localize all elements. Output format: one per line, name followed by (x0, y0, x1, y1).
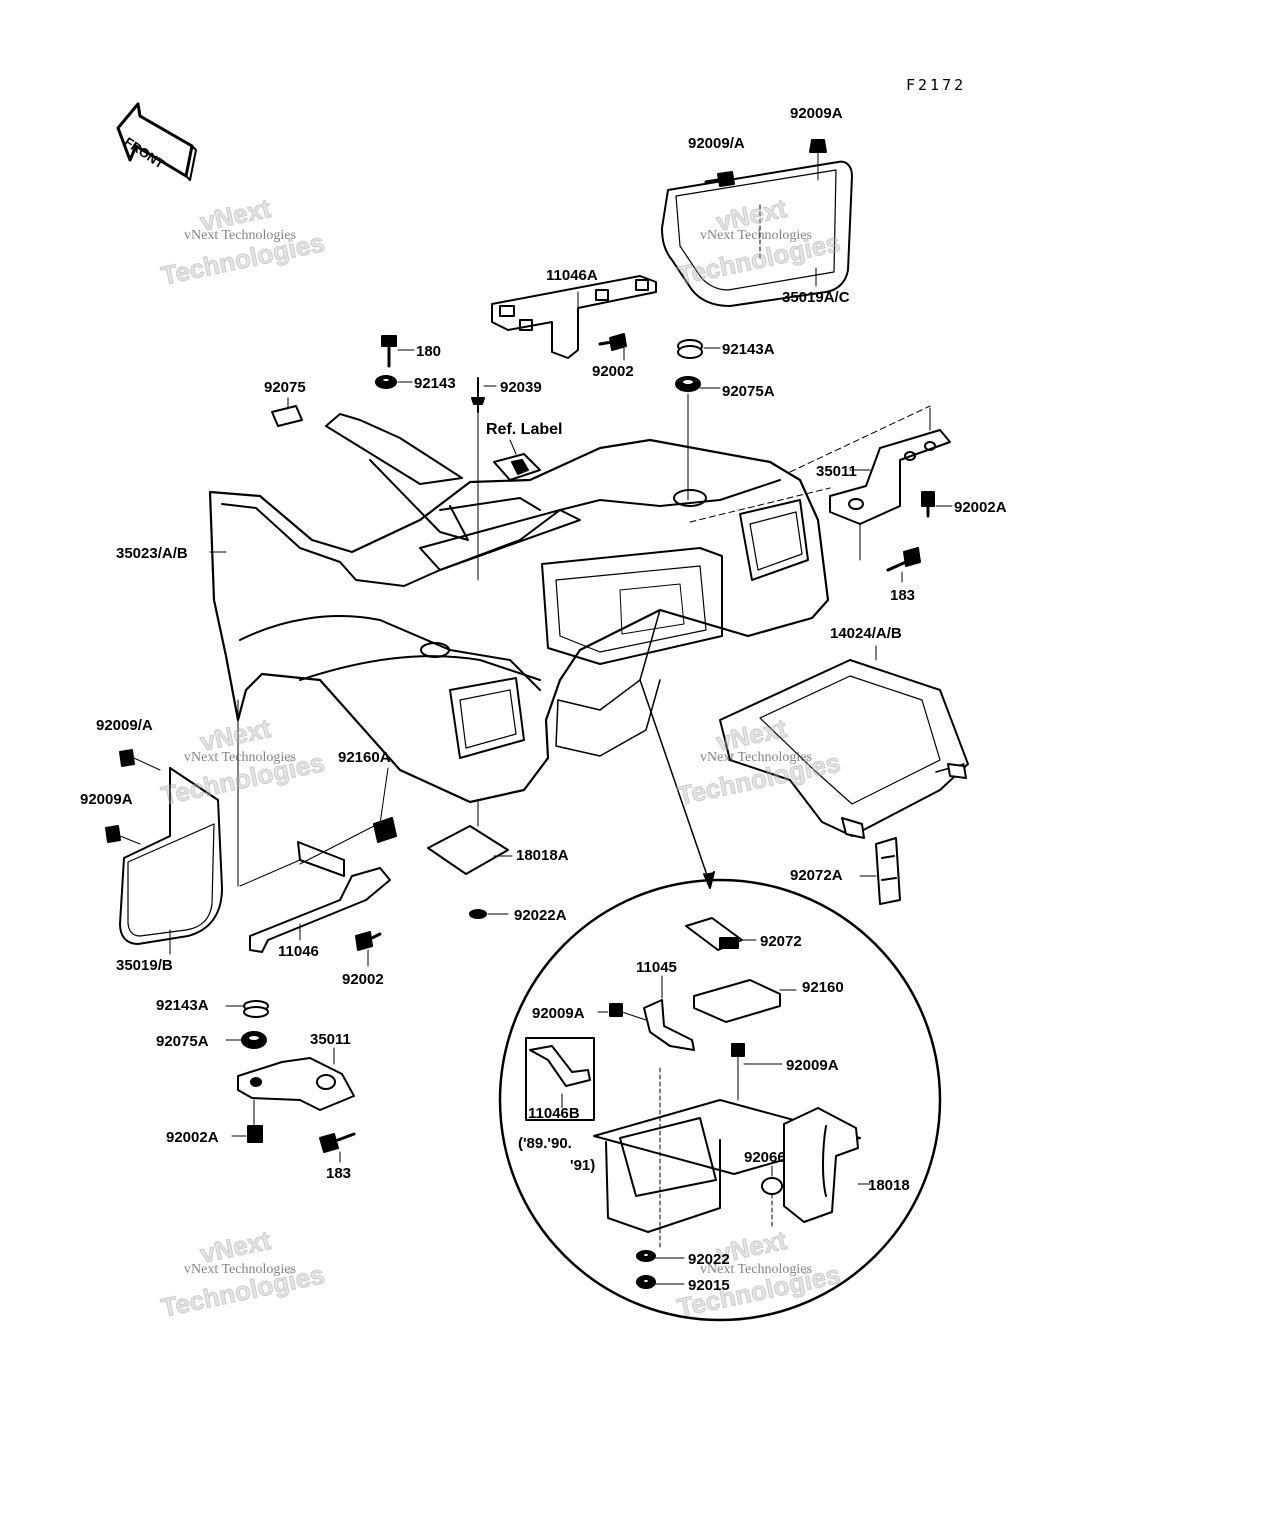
label-years-1: ('89.'90. (518, 1135, 572, 1152)
bolt-92009a-left (105, 825, 141, 845)
label-92009A-inset2: 92009A (786, 1057, 839, 1074)
front-arrow-icon (116, 102, 197, 181)
bracket-11046b (525, 1037, 595, 1121)
label-ref-label: Ref. Label (486, 421, 563, 438)
ref-label-plate (493, 453, 541, 481)
label-14024: 14024/A/B (830, 625, 902, 642)
figure-number: F2172 (906, 76, 967, 94)
label-92160A: 92160A (338, 749, 391, 766)
label-92072: 92072 (760, 933, 802, 950)
label-92075A-top: 92075A (722, 383, 775, 400)
label-92009A-inset1: 92009A (532, 1005, 585, 1022)
bolt-92002-top (598, 333, 627, 351)
detail-inset-circle (498, 878, 942, 1322)
leader-lines (169, 267, 953, 1285)
grommet-92143 (375, 375, 397, 389)
label-92002-top: 92002 (592, 363, 634, 380)
bolt-92009a-inset-left (609, 1003, 647, 1021)
label-years-2: '91) (570, 1157, 596, 1174)
grommet-92143a-top (677, 339, 703, 359)
bracket-18018 (783, 1107, 859, 1223)
label-183-bottom: 183 (326, 1165, 352, 1182)
pin-92039 (471, 377, 485, 581)
bolt-92002-bottom (355, 931, 382, 951)
label-11045: 11045 (636, 959, 677, 976)
label-92002-bottom: 92002 (342, 971, 384, 988)
label-35019-B: 35019/B (116, 957, 173, 974)
label-92066: 92066 (744, 1149, 786, 1166)
bolt-180 (381, 335, 397, 368)
label-35011-bottom: 35011 (310, 1031, 351, 1048)
bolt-92009-a-top (704, 171, 735, 187)
grommet-92075a-top (675, 376, 701, 501)
bolt-183-right (886, 547, 921, 572)
label-92009A-top: 92009A (790, 105, 843, 122)
label-92009-A-left: 92009/A (96, 717, 153, 734)
strap-92072a (875, 837, 901, 905)
label-35019A-C: 35019A/C (782, 289, 850, 306)
pad-92075 (271, 405, 303, 427)
cover-14024ab (719, 659, 969, 839)
rear-fender-35023ab (208, 405, 931, 804)
nut-92015 (636, 1275, 656, 1289)
label-35011-right: 35011 (816, 463, 857, 480)
grommet-92143a-bottom (243, 1000, 269, 1018)
mud-flap-35019b (119, 767, 223, 945)
bolt-92002a-right (921, 491, 935, 518)
washer-92022 (636, 1250, 656, 1262)
bracket-11046 (237, 699, 391, 953)
bolt-183-bottom (319, 1132, 356, 1153)
label-92075A-bottom: 92075A (156, 1033, 209, 1050)
label-92143: 92143 (414, 375, 456, 392)
bracket-35011-bottom (237, 1057, 355, 1111)
bolt-92009a-inset-right (731, 1043, 745, 1101)
label-35023: 35023/A/B (116, 545, 188, 562)
mud-flap-35019ac (661, 160, 853, 307)
washer-92022a (469, 909, 487, 919)
label-11046: 11046 (278, 943, 319, 960)
bracket-11046a (491, 275, 657, 359)
label-92039: 92039 (500, 379, 542, 396)
label-92009-A-top: 92009/A (688, 135, 745, 152)
label-92022A: 92022A (514, 907, 567, 924)
label-92072A: 92072A (790, 867, 843, 884)
pad-92160 (693, 979, 781, 1023)
label-183-right: 183 (890, 587, 916, 604)
label-180: 180 (416, 343, 442, 360)
label-92022: 92022 (688, 1251, 730, 1268)
label-92143A-top: 92143A (722, 341, 775, 358)
label-92015: 92015 (688, 1277, 730, 1294)
label-92002A-right: 92002A (954, 499, 1007, 516)
label-92160: 92160 (802, 979, 844, 996)
label-92002A-bottom: 92002A (166, 1129, 219, 1146)
clip-92066 (761, 1177, 783, 1227)
spacer-92160a (299, 817, 397, 865)
pad-18018a (427, 799, 509, 875)
bracket-35011-right (829, 407, 951, 561)
label-18018A: 18018A (516, 847, 569, 864)
strap-92072 (685, 917, 743, 951)
bolt-92002a-bottom (247, 1099, 263, 1143)
label-92009A-left: 92009A (80, 791, 133, 808)
label-11046B: 11046B (528, 1105, 580, 1122)
grommet-92075a-bottom (241, 1031, 267, 1049)
bolt-92009a-top (809, 139, 827, 181)
label-92143A-bottom: 92143A (156, 997, 209, 1014)
bracket-11045 (643, 999, 695, 1051)
bolt-92009-a-left (119, 749, 161, 771)
label-92075: 92075 (264, 379, 306, 396)
label-11046A: 11046A (546, 267, 598, 284)
label-18018: 18018 (868, 1177, 910, 1194)
